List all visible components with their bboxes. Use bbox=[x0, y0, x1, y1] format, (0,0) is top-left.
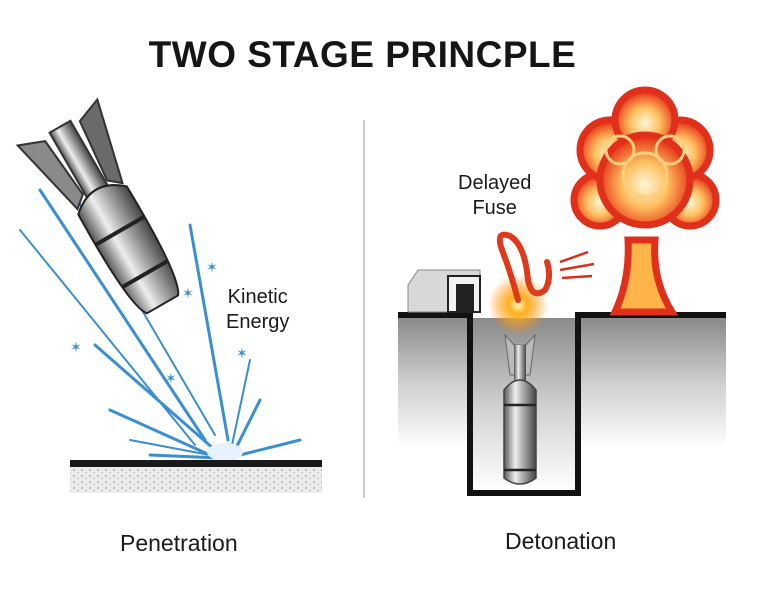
svg-text:✶: ✶ bbox=[206, 259, 218, 275]
bunker bbox=[407, 269, 481, 313]
mushroom-cloud bbox=[570, 86, 720, 316]
ground-surface bbox=[70, 460, 322, 467]
ground-and-pit-outline bbox=[398, 312, 726, 496]
delayed-fuse-label: Delayed Fuse bbox=[458, 171, 531, 221]
detonation-caption: Detonation bbox=[505, 528, 617, 554]
fuse-glow bbox=[488, 275, 548, 335]
kinetic-energy-line1: Kinetic bbox=[227, 286, 288, 308]
svg-text:✶: ✶ bbox=[182, 285, 194, 301]
fuse-squiggle bbox=[496, 231, 553, 303]
svg-text:✶: ✶ bbox=[165, 370, 177, 386]
diagram-title: TWO STAGE PRINCPLE bbox=[148, 34, 577, 75]
blast-lines bbox=[559, 250, 595, 280]
kinetic-energy-label: Kinetic Energy bbox=[226, 285, 289, 335]
falling-bomb bbox=[15, 97, 180, 315]
penetration-caption: Penetration bbox=[120, 530, 238, 556]
delayed-fuse-line1: Delayed bbox=[458, 172, 532, 194]
sparkle-icons: ✶ ✶ ✶ ✶ ✶ bbox=[70, 259, 248, 386]
svg-text:✶: ✶ bbox=[236, 345, 248, 361]
buried-bomb bbox=[503, 333, 537, 485]
soil-right bbox=[580, 318, 726, 448]
svg-text:✶: ✶ bbox=[70, 339, 82, 355]
soil-left bbox=[398, 318, 468, 448]
delayed-fuse-line2: Fuse bbox=[472, 197, 517, 219]
kinetic-energy-line2: Energy bbox=[226, 311, 290, 333]
ground-gravel bbox=[70, 467, 322, 493]
impact-flash bbox=[207, 443, 243, 461]
